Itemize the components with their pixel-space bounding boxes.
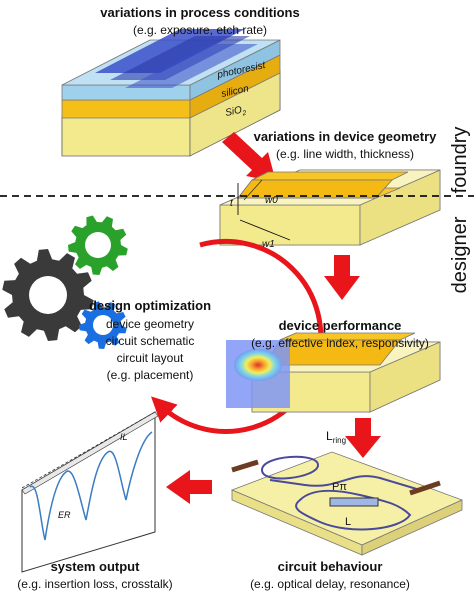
ring-length-label: Lring [326,429,346,445]
circuit-chip: Lring Pπ L [232,429,462,555]
circuit-subtitle: (e.g. optical delay, resonance) [250,577,410,591]
geometry-subtitle: (e.g. line width, thickness) [276,147,414,161]
gear-icon [68,216,128,276]
waveguide-geometry: t w0 w1 [220,170,440,250]
circuit-title: circuit behaviour [278,559,383,574]
mode-field [234,349,282,381]
design-line-3: circuit layout [117,351,184,365]
geometry-title: variations in device geometry [254,129,438,144]
system-subtitle: (e.g. insertion loss, crosstalk) [17,577,172,591]
performance-subtitle: (e.g. effective index, responsivity) [251,336,429,350]
designer-label: designer [449,216,471,293]
system-output-plot: IL ER [22,412,158,572]
foundry-label: foundry [449,127,471,194]
extinction-ratio-label: ER [58,510,71,520]
design-line-2: circuit schematic [106,334,195,348]
arrow-icon [345,418,381,458]
system-title: system output [51,559,141,574]
design-title: design optimization [89,298,211,313]
length-label: L [345,516,351,528]
process-title: variations in process conditions [100,5,299,20]
arrow-icon [166,470,212,504]
process-subtitle: (e.g. exposure, etch rate) [133,23,267,37]
insertion-loss-label: IL [120,432,128,442]
wafer-stack: photoresist silicon SiO2 [62,29,280,156]
performance-title: device performance [279,318,402,333]
design-line-1: device geometry [106,317,194,331]
design-line-4: (e.g. placement) [107,368,194,382]
arrow-icon [324,255,360,300]
phase-shifter-label: Pπ [332,481,347,493]
